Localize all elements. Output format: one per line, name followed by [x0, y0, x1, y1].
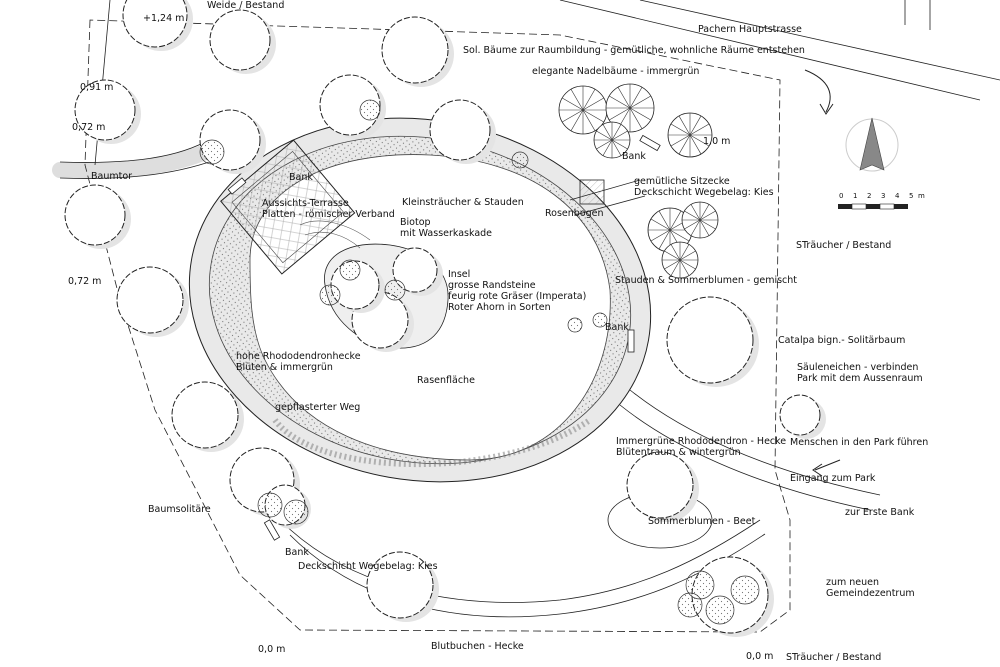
label-gemeindezentrum: zum neuen Gemeindezentrum [826, 577, 915, 599]
label-immergruen-rhodo: Immergrüne Rhododendron - Hecke Blütentr… [616, 436, 787, 458]
label-sol-baeume: Sol. Bäume zur Raumbildung - gemütliche,… [463, 45, 805, 56]
shrub [677, 592, 703, 618]
label-deckschicht-bottom: Deckschicht Wegebelag: Kies [298, 561, 438, 572]
shrub [384, 279, 406, 301]
shrub [339, 259, 361, 281]
tree-crown [392, 247, 438, 293]
label-bank-top-right: Bank [622, 151, 646, 162]
shrub [359, 99, 381, 121]
tree-crown [626, 451, 694, 519]
label-insel: Insel grosse Randsteine feurig rote Gräs… [448, 269, 587, 313]
label-height-00-left: 0,0 m [258, 644, 286, 655]
label-weide: Weide / Bestand [207, 0, 285, 11]
label-menschen: Menschen in den Park führen [790, 437, 929, 448]
tree-crown [74, 79, 136, 141]
scale-bar [838, 203, 908, 210]
label-stauden-sommer: Stauden & Sommerblumen - gemischt [615, 275, 798, 286]
shrubs [199, 99, 760, 625]
label-baumsolitaere: Baumsolitäre [148, 504, 211, 515]
tree-crown [779, 394, 821, 436]
entrance-arrows [804, 69, 841, 477]
benches [227, 134, 661, 541]
label-catalpa: Catalpa bign.- Solitärbaum [778, 335, 906, 346]
shrub [511, 151, 529, 169]
label-rhodo-hecke: hohe Rhododendronhecke Blüten & immergrü… [236, 351, 361, 373]
label-rasen: Rasenfläche [417, 375, 475, 386]
conifer-trees [558, 83, 719, 279]
shrub [257, 492, 283, 518]
label-weg: gepflasterter Weg [275, 402, 361, 413]
tree-crown [429, 99, 491, 161]
shrub [319, 284, 341, 306]
shrub [730, 575, 760, 605]
shrub [199, 139, 225, 165]
label-height-top: +1,24 m [143, 13, 185, 24]
label-pachern: Pachern Hauptstrasse [698, 24, 802, 35]
label-saeuleneichen: Säuleneichen - verbinden Park mit dem Au… [797, 362, 923, 384]
label-blutbuchen: Blutbuchen - Hecke [431, 641, 524, 652]
shrub [705, 595, 735, 625]
tree-crown [171, 381, 239, 449]
label-bank-terrace: Bank [289, 172, 313, 183]
label-rosenbogen: Rosenbogen [545, 208, 604, 219]
label-bank-right: Bank [605, 322, 629, 333]
terrace [220, 139, 356, 275]
label-bank-bottom: Bank [285, 547, 309, 558]
tree-crown [116, 266, 184, 334]
label-height-091: 0,91 m [80, 82, 114, 93]
tree-crown [209, 9, 271, 71]
label-height-072a: 0,72 m [72, 122, 106, 133]
tree-crown [366, 551, 434, 619]
label-eingang: Eingang zum Park [790, 473, 876, 484]
shrub [283, 499, 309, 525]
tree-crown [122, 0, 188, 48]
label-nadelbaeume: elegante Nadelbäume - immergrün [532, 66, 700, 77]
label-terrasse: Aussichts-Terrasse Platten - römischer V… [262, 198, 395, 220]
north-arrow [845, 117, 899, 172]
shrub [592, 312, 608, 328]
scale-labels: 0 1 2 3 4 5 m [839, 192, 925, 200]
shrub [567, 317, 583, 333]
tree-crown [666, 296, 754, 384]
label-sommerblumen-beet: Sommerblumen - Beet [648, 516, 756, 527]
label-straeucher-bestand-bottom: STräucher / Bestand [786, 652, 882, 663]
tree-crown [381, 16, 449, 84]
label-height-072b: 0,72 m [68, 276, 102, 287]
label-height-00-right: 0,0 m [746, 651, 774, 662]
tree-crown [319, 74, 381, 136]
label-sitzecke: gemütliche Sitzecke Deckschicht Wegebela… [634, 176, 774, 198]
label-straeucher-bestand-right: STräucher / Bestand [796, 240, 892, 251]
label-height-10: 1,0 m [703, 136, 731, 147]
tree-crown [64, 184, 126, 246]
label-biotop: Biotop mit Wasserkaskade [400, 217, 493, 239]
label-kleinstraeucher: Kleinsträucher & Stauden [402, 197, 524, 208]
label-baumtor: Baumtor [91, 171, 133, 182]
label-erste-bank: zur Erste Bank [845, 507, 915, 518]
